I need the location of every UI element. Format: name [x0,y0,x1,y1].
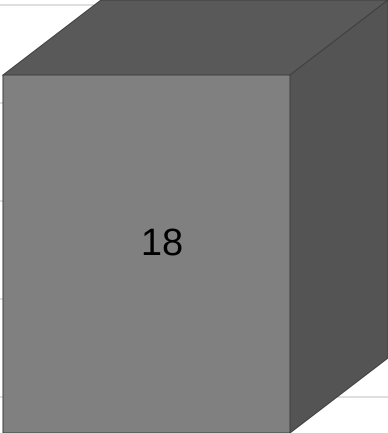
bars [3,0,388,433]
bar-side-face [290,0,388,433]
data-label: 18 [141,222,183,264]
